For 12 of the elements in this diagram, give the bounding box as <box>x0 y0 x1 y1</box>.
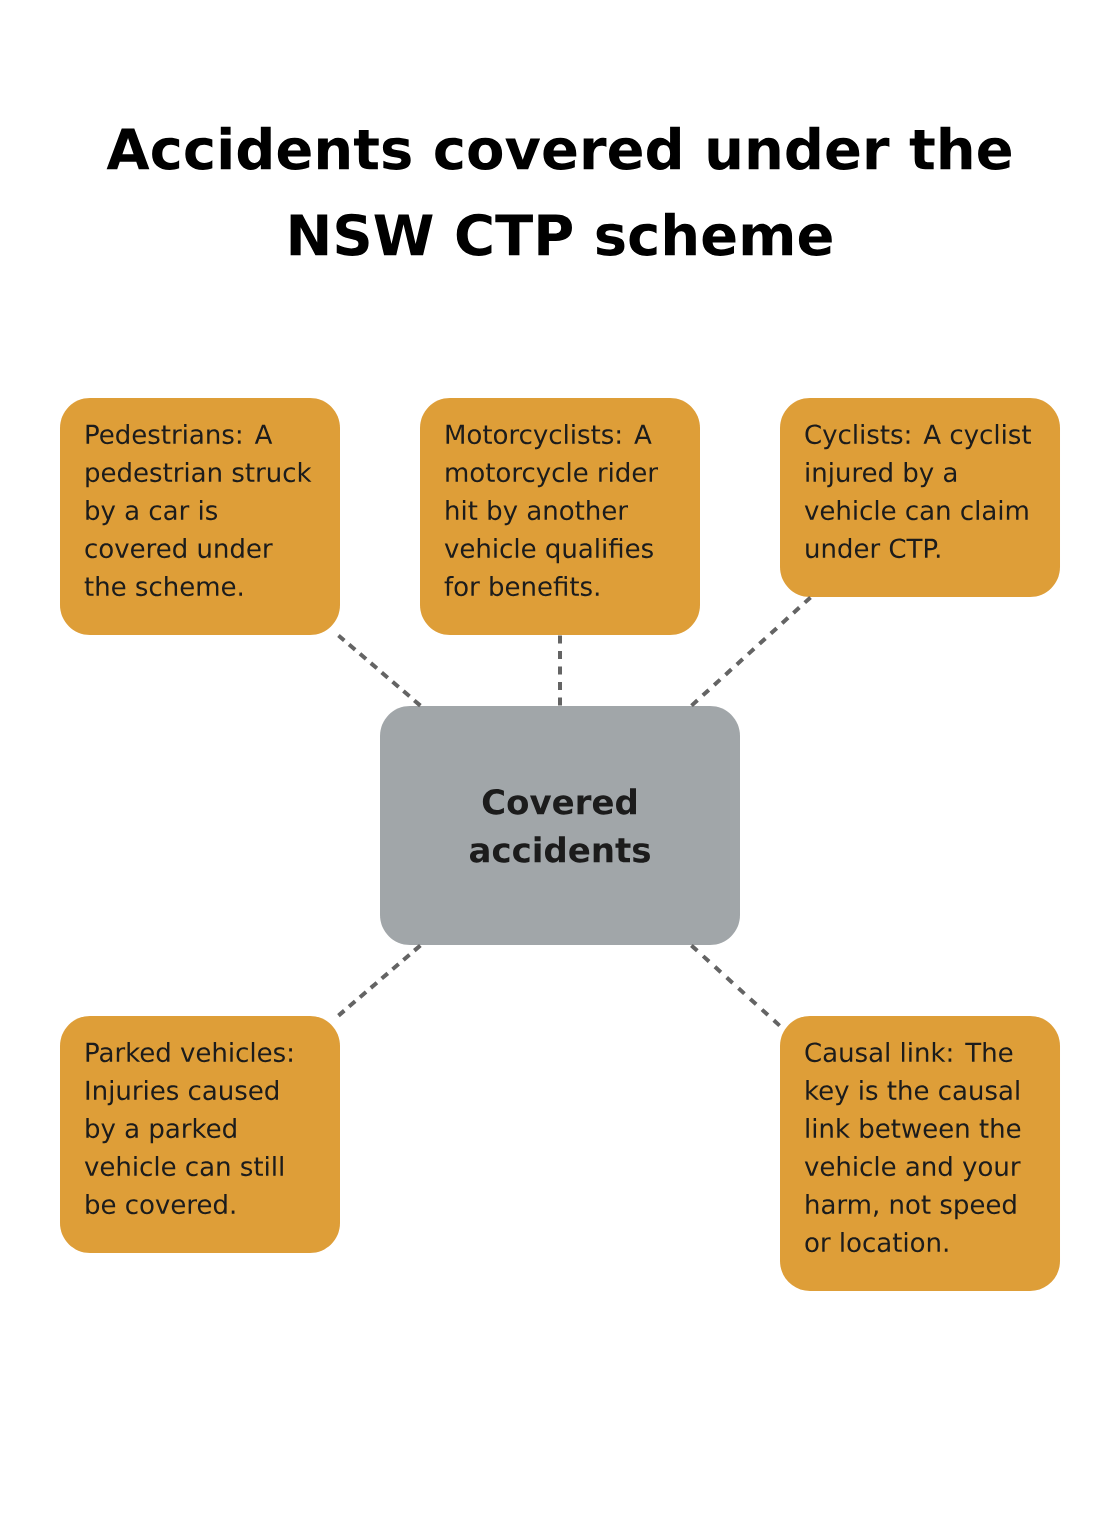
center-box: Covered accidents <box>380 706 740 945</box>
dashed-line <box>690 943 781 1028</box>
dashed-line <box>337 633 422 708</box>
title: Accidents covered under the NSW CTP scheme <box>106 126 1011 256</box>
dashed-line <box>337 943 422 1018</box>
text-box: Parked vehicles: Injuries caused by a parked vehicle can still be covered. <box>60 1016 340 1253</box>
dashed-line <box>690 595 812 708</box>
text-box: Pedestrians: A pedestrian struck by a car is covered under the scheme. <box>60 398 340 635</box>
text-box: Causal link: The key is the causal link between the vehicle and your harm, not speed or location. <box>780 1016 1060 1291</box>
dashed-line <box>558 635 562 706</box>
text-box: Cyclists: A cyclist injured by a vehicle can claim under CTP. <box>780 398 1060 597</box>
text-box: Motorcyclists: A motorcycle rider hit by another vehicle qualifies for benefits. <box>420 398 700 635</box>
